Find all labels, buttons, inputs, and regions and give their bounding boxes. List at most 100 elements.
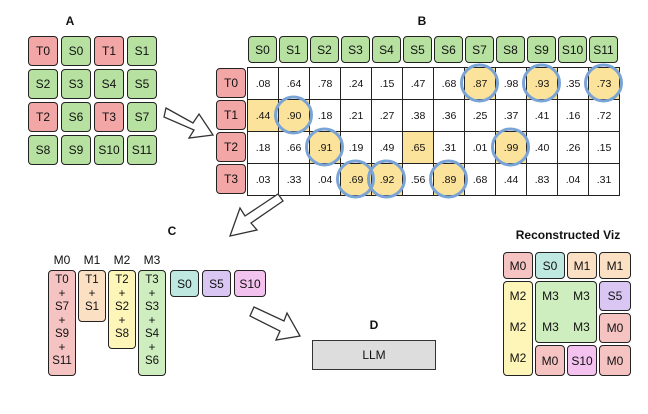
grid-a-tile: T1 xyxy=(94,36,124,66)
stack-token: S2 xyxy=(114,301,130,313)
viz-m3-label-3: M3 xyxy=(542,320,559,334)
selection-circle xyxy=(367,159,406,199)
matrix-col-header: S6 xyxy=(434,36,463,63)
merged-stack: T2+S2+S8 xyxy=(108,270,136,349)
stack-token: S11 xyxy=(52,355,72,367)
grid-a-tile: T0 xyxy=(28,36,58,66)
viz-m3-label-1: M3 xyxy=(542,289,559,303)
viz-m3-label-2: M3 xyxy=(573,289,590,303)
viz-m0-bottom: M0 xyxy=(535,345,565,376)
matrix-col-header: S5 xyxy=(403,36,432,63)
stack-token: S7 xyxy=(54,301,70,313)
matrix-row-header: T2 xyxy=(216,132,246,162)
selection-circle xyxy=(336,159,375,199)
grid-a-tile: S9 xyxy=(61,135,91,165)
matrix-cell: .73 xyxy=(588,67,620,100)
viz-m0-right-1: M0 xyxy=(599,313,631,343)
selection-circle xyxy=(584,63,623,103)
viz-m2-block xyxy=(503,281,533,376)
plus-sign: + xyxy=(58,341,66,354)
arrow-c-to-d xyxy=(249,306,302,341)
matrix-cell: .65 xyxy=(402,131,434,164)
matrix-col-header: S11 xyxy=(589,36,618,63)
matrix-row-header: T1 xyxy=(216,100,246,130)
viz-m2-label-3: M2 xyxy=(509,351,527,365)
viz-m0-right-2: M0 xyxy=(599,345,631,376)
viz-s0: S0 xyxy=(535,252,565,279)
viz-m3-block xyxy=(535,281,597,343)
viz-m1-b: M1 xyxy=(599,252,631,279)
stack-token: T2 xyxy=(115,274,129,286)
stack-token: T1 xyxy=(85,274,99,286)
matrix-row-header: T0 xyxy=(216,68,246,98)
selection-circle xyxy=(274,95,313,135)
grid-a-tile: S3 xyxy=(61,69,91,99)
plus-sign: + xyxy=(148,314,156,327)
arrow-a-to-b xyxy=(163,107,215,139)
plus-sign: + xyxy=(88,287,96,300)
merge-group-tag: M1 xyxy=(83,253,101,267)
grid-a-tile: S7 xyxy=(127,102,157,132)
grid-a-tile: S1 xyxy=(127,36,157,66)
single-token: S5 xyxy=(202,270,231,297)
matrix-cell: .31 xyxy=(588,163,620,196)
matrix-col-header: S8 xyxy=(496,36,525,63)
stack-token: S4 xyxy=(144,328,160,340)
grid-a-tile: S8 xyxy=(28,135,58,165)
plus-sign: + xyxy=(58,287,66,300)
arrow-b-to-c xyxy=(228,193,284,237)
merged-stack: T1+S1 xyxy=(78,270,106,322)
grid-a-tile: T2 xyxy=(28,102,58,132)
stack-token: S6 xyxy=(144,355,160,367)
selection-circle xyxy=(522,63,561,103)
stack-token: S8 xyxy=(114,328,130,340)
merged-stack: T3+S3+S4+S6 xyxy=(138,270,166,376)
stack-token: T3 xyxy=(145,274,159,286)
selection-circle xyxy=(429,159,468,199)
grid-a-tile: S4 xyxy=(94,69,124,99)
plus-sign: + xyxy=(118,287,126,300)
grid-a-tile: S11 xyxy=(127,135,157,165)
matrix-row-header: T3 xyxy=(216,164,246,194)
selection-circle xyxy=(305,127,344,167)
selection-circle xyxy=(491,127,530,167)
label-b: B xyxy=(417,14,427,28)
label-c: C xyxy=(167,224,177,238)
viz-m2-label-1: M2 xyxy=(509,289,527,303)
viz-s10: S10 xyxy=(567,345,597,376)
stack-token: S3 xyxy=(144,301,160,313)
matrix-col-header: S9 xyxy=(527,36,556,63)
viz-m2-label-2: M2 xyxy=(509,320,527,334)
matrix-col-header: S10 xyxy=(558,36,587,63)
viz-s5: S5 xyxy=(599,281,631,311)
viz-m1-a: M1 xyxy=(567,252,597,279)
matrix-col-header: S4 xyxy=(372,36,401,63)
grid-a-tile: S2 xyxy=(28,69,58,99)
merged-stack: T0+S7+S9+S11 xyxy=(48,270,76,376)
grid-a-tile: S0 xyxy=(61,36,91,66)
matrix-col-header: S7 xyxy=(465,36,494,63)
grid-a-tile: T3 xyxy=(94,102,124,132)
label-a: A xyxy=(65,14,75,28)
llm-box: LLM xyxy=(312,340,436,370)
matrix-col-header: S3 xyxy=(341,36,370,63)
label-reconstructed-viz: Reconstructed Viz xyxy=(515,228,621,242)
plus-sign: + xyxy=(148,341,156,354)
single-token: S10 xyxy=(234,270,266,297)
merge-group-tag: M3 xyxy=(143,253,161,267)
viz-m3-label-4: M3 xyxy=(573,320,590,334)
selection-circle xyxy=(460,63,499,103)
label-d: D xyxy=(369,318,379,332)
plus-sign: + xyxy=(118,314,126,327)
stack-token: S1 xyxy=(84,301,100,313)
stack-token: S9 xyxy=(54,328,70,340)
grid-a-tile: S5 xyxy=(127,69,157,99)
viz-m0-top: M0 xyxy=(503,252,533,279)
matrix-col-header: S2 xyxy=(310,36,339,63)
merge-group-tag: M2 xyxy=(113,253,131,267)
plus-sign: + xyxy=(148,287,156,300)
grid-a-tile: S6 xyxy=(61,102,91,132)
matrix-cell: .91 xyxy=(309,131,341,164)
single-token: S0 xyxy=(170,270,199,297)
